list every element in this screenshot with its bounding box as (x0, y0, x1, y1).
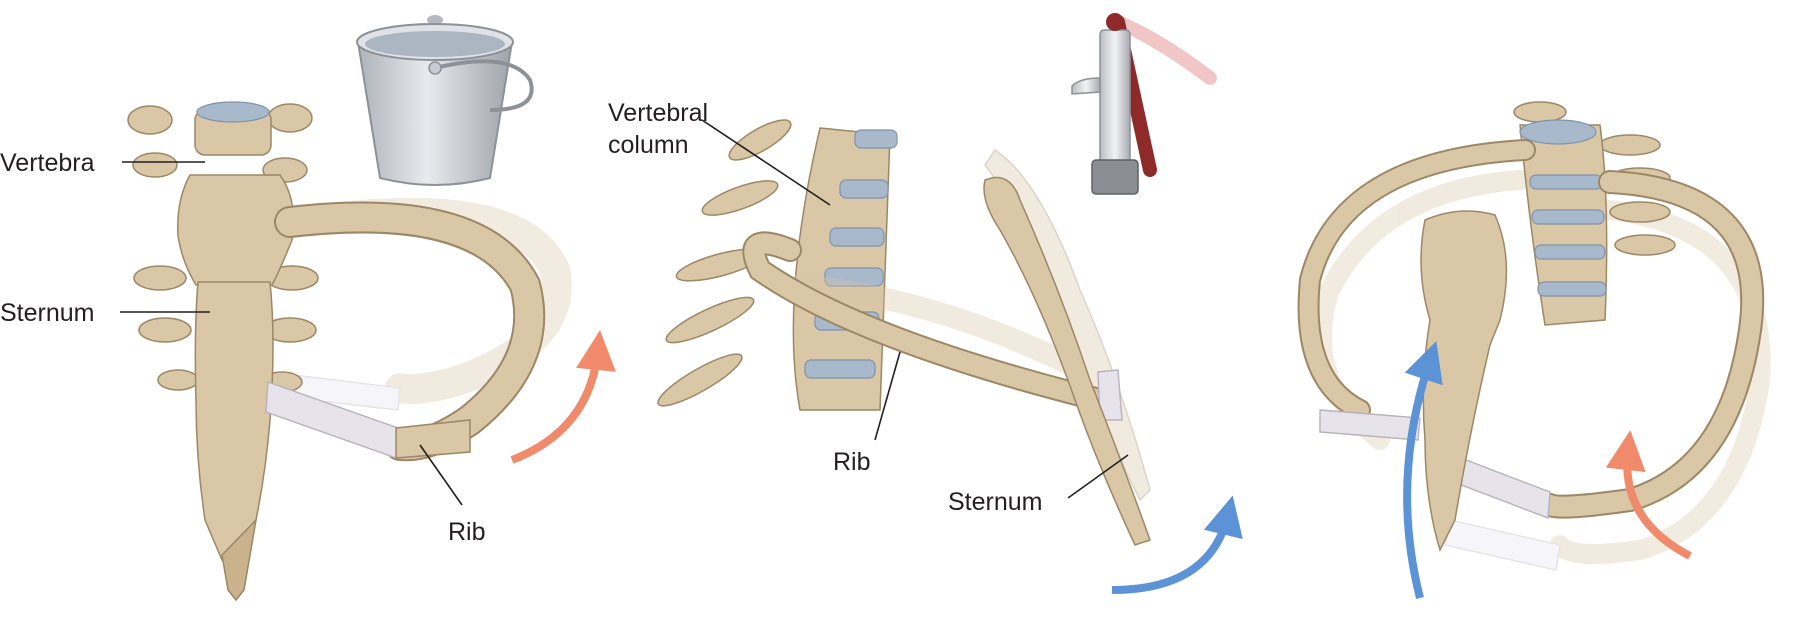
left-elevation-arrow (510, 330, 616, 464)
right-ribs (1297, 139, 1765, 519)
sternum-middle-label: Sternum (948, 488, 1042, 516)
middle-rib (742, 231, 1123, 421)
left-vertebral-column (127, 101, 319, 393)
bucket-handle-icon (356, 15, 534, 186)
vertebral-column-label-line1: Vertebral (608, 99, 708, 127)
left-rib (265, 201, 546, 462)
middle-sternum (983, 176, 1151, 546)
middle-panel: Vertebral column Rib Sternum (608, 13, 1243, 594)
right-elevation-arrow (1605, 430, 1692, 560)
right-panel (1297, 101, 1771, 599)
left-panel: Vertebra Sternum Rib (0, 15, 616, 602)
rib-middle-label: Rib (833, 448, 871, 476)
middle-forward-arrow (1111, 495, 1243, 594)
rib-left-leader-line (419, 444, 463, 506)
right-forward-arrow (1403, 341, 1443, 599)
vertebral-column-leader-line (701, 119, 831, 206)
vertebra-label: Vertebra (0, 149, 95, 177)
right-vertebral-column (1513, 101, 1676, 326)
sternum-left-label: Sternum (0, 299, 94, 327)
rib-left-label: Rib (448, 518, 486, 546)
right-sternum (1420, 210, 1508, 553)
sternum-middle-leader-line (1067, 454, 1129, 499)
vertebral-column-label-line2: column (608, 131, 689, 159)
middle-vertebral-column (657, 119, 898, 411)
water-pump-handle-icon (1071, 13, 1217, 195)
rib-middle-leader-line (874, 351, 901, 441)
left-sternum (177, 174, 295, 602)
